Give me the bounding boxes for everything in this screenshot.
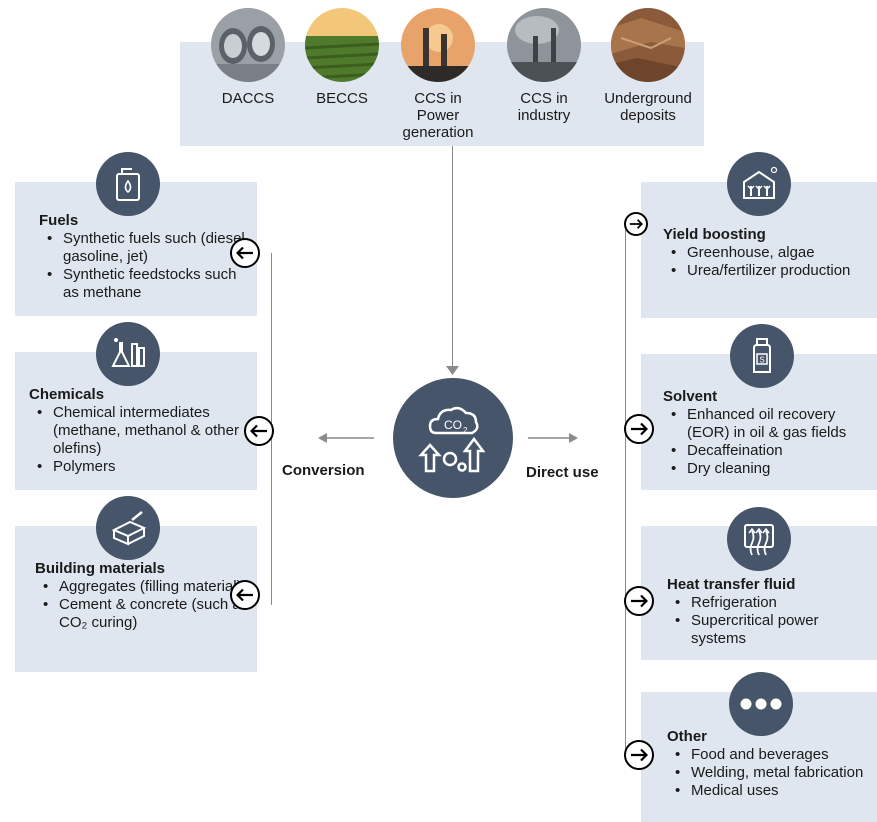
arrow-left-icon — [244, 416, 274, 446]
svg-text:CO: CO — [444, 418, 462, 432]
arrow-right-icon — [624, 212, 648, 236]
source-label: CCS in Power generation — [402, 90, 474, 141]
list-item: Polymers — [29, 458, 255, 476]
dac-fans-photo — [211, 8, 285, 82]
list-item: Medical uses — [667, 782, 875, 800]
list-item: Decaffeination — [663, 442, 875, 460]
yield-boosting-list: Greenhouse, algae Urea/fertilizer produc… — [663, 244, 873, 280]
list-item: Welding, metal fabrication — [667, 764, 875, 782]
list-item: Greenhouse, algae — [663, 244, 873, 262]
source-underground: Underground deposits — [598, 8, 698, 124]
co2-hub: CO 2 — [393, 378, 513, 498]
card-title: Heat transfer fluid — [667, 576, 796, 593]
direct-use-label: Direct use — [526, 464, 599, 481]
conversion-arrow — [318, 433, 374, 443]
source-label: DACCS — [221, 90, 275, 107]
source-connector-line — [452, 146, 453, 372]
other-list: Food and beverages Welding, metal fabric… — [667, 746, 875, 800]
svg-text:S: S — [759, 356, 764, 365]
solvent-card: Solvent Enhanced oil recovery (EOR) in o… — [641, 354, 877, 490]
source-daccs: DACCS — [206, 8, 290, 107]
fuels-list: Synthetic fuels such (diesel, gasoline, … — [39, 230, 249, 302]
solvent-list: Enhanced oil recovery (EOR) in oil & gas… — [663, 406, 875, 478]
crop-field-photo — [305, 8, 379, 82]
arrow-right-icon — [624, 740, 654, 770]
list-item: Chemical intermediates (methane, methano… — [29, 404, 255, 458]
arrow-left-icon — [230, 238, 260, 268]
yield-boosting-card: Yield boosting Greenhouse, algae Urea/fe… — [641, 182, 877, 318]
source-label: CCS in industry — [517, 90, 571, 124]
conversion-label: Conversion — [282, 462, 365, 479]
list-item: Supercritical power systems — [667, 612, 875, 648]
card-title: Fuels — [39, 212, 79, 229]
source-label: BECCS — [316, 90, 368, 107]
heat-transfer-icon — [727, 507, 791, 571]
direct-use-arrow — [528, 433, 578, 443]
card-title: Yield boosting — [663, 226, 766, 243]
list-item: Aggregates (filling material) — [35, 578, 253, 596]
source-arrowhead — [446, 366, 459, 375]
list-item: Refrigeration — [667, 594, 875, 612]
list-item: Food and beverages — [667, 746, 875, 764]
direct-use-bracket-line — [625, 230, 626, 750]
source-label: Underground deposits — [604, 90, 692, 124]
list-item: Dry cleaning — [663, 460, 875, 478]
industry-chimney-photo — [507, 8, 581, 82]
arrow-right-icon — [624, 414, 654, 444]
rock-photo — [611, 8, 685, 82]
lab-flask-icon — [96, 322, 160, 386]
fuels-card: Fuels Synthetic fuels such (diesel, gaso… — [15, 182, 257, 316]
card-title: Solvent — [663, 388, 718, 405]
greenhouse-icon — [727, 152, 791, 216]
card-title: Other — [667, 728, 708, 745]
card-title: Chemicals — [29, 386, 105, 403]
card-title: Building materials — [35, 560, 166, 577]
co2-cloud-icon: CO 2 — [418, 406, 486, 473]
brick-trowel-icon — [96, 496, 160, 560]
list-item: Urea/fertilizer production — [663, 262, 873, 280]
source-ccs-industry: CCS in industry — [502, 8, 586, 124]
list-item: Cement & concrete (such as CO₂ curing) — [35, 596, 253, 632]
list-item: Synthetic feedstocks such as methane — [39, 266, 249, 302]
chemicals-list: Chemical intermediates (methane, methano… — [29, 404, 255, 476]
chemicals-card: Chemicals Chemical intermediates (methan… — [15, 352, 257, 490]
list-item: Enhanced oil recovery (EOR) in oil & gas… — [663, 406, 875, 442]
arrow-left-icon — [230, 580, 260, 610]
heat-transfer-list: Refrigeration Supercritical power system… — [667, 594, 875, 648]
more-dots-icon — [729, 672, 793, 736]
building-materials-list: Aggregates (filling material) Cement & c… — [35, 578, 253, 632]
list-item: Synthetic fuels such (diesel, gasoline, … — [39, 230, 249, 266]
fuel-can-icon — [96, 152, 160, 216]
source-ccs-power: CCS in Power generation — [396, 8, 480, 141]
source-beccs: BECCS — [300, 8, 384, 107]
arrow-right-icon — [624, 586, 654, 616]
power-plant-photo — [401, 8, 475, 82]
svg-text:2: 2 — [463, 426, 468, 435]
solvent-bottle-icon: S — [730, 324, 794, 388]
